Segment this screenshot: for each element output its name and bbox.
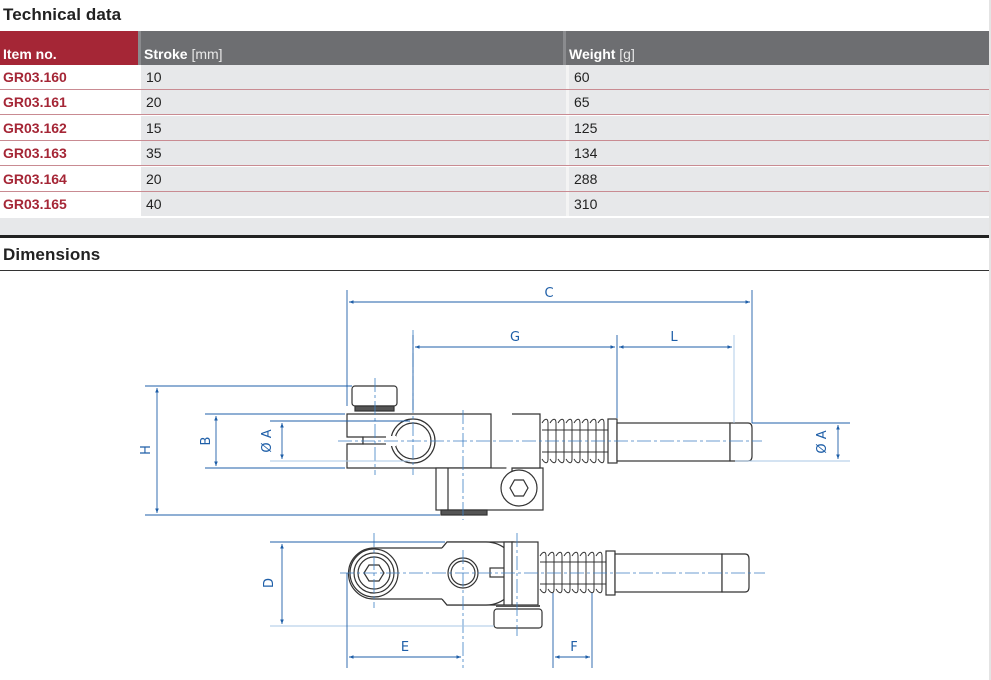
table-row: GR03.162 15 125	[0, 116, 989, 141]
spring	[539, 551, 606, 594]
item-no-cell: GR03.164	[0, 167, 138, 191]
lower-washer	[440, 509, 488, 516]
label-f: F	[570, 640, 577, 655]
table-footer-band	[0, 218, 989, 236]
stroke-cell: 20	[141, 90, 566, 114]
side-view	[346, 385, 753, 516]
technical-data-title: Technical data	[3, 5, 122, 24]
item-no-cell: GR03.161	[0, 90, 138, 114]
label-b: B	[199, 437, 214, 446]
weight-cell: 60	[566, 65, 989, 89]
table-row: GR03.163 35 134	[0, 141, 989, 166]
column-label: Stroke	[144, 46, 188, 62]
row-divider	[0, 140, 989, 141]
column-header-weight: Weight [g]	[566, 31, 989, 65]
label-a-right: Ø A	[815, 430, 830, 453]
item-no-cell: GR03.162	[0, 116, 138, 140]
row-divider	[0, 191, 989, 192]
hex-socket	[509, 479, 529, 497]
dimension-lines	[145, 290, 850, 516]
screw-washer	[354, 405, 395, 412]
screw-head	[351, 385, 398, 407]
label-a-left: Ø A	[260, 429, 275, 452]
weight-cell: 310	[566, 192, 989, 216]
dimension-lines	[270, 541, 593, 668]
item-no-cell: GR03.165	[0, 192, 138, 216]
clamp-slot	[362, 436, 389, 445]
column-separator	[138, 31, 141, 65]
column-unit: [g]	[619, 46, 635, 62]
label-l: L	[670, 330, 678, 345]
table-row: GR03.165 40 310	[0, 192, 989, 217]
side-block	[511, 541, 539, 606]
table-row: GR03.164 20 288	[0, 167, 989, 192]
stroke-cell: 35	[141, 141, 566, 165]
label-c: C	[544, 286, 553, 301]
label-e: E	[401, 640, 409, 655]
item-no-cell: GR03.163	[0, 141, 138, 165]
weight-cell: 288	[566, 167, 989, 191]
row-divider	[0, 165, 989, 166]
lower-screw-head	[493, 608, 543, 629]
column-label: Item no.	[3, 46, 57, 62]
label-d: D	[262, 578, 277, 588]
label-h: H	[139, 445, 154, 455]
column-header-stroke: Stroke [mm]	[141, 31, 563, 65]
center-lines	[340, 533, 765, 668]
section-underline	[0, 270, 989, 271]
column-label: Weight	[569, 46, 616, 62]
scrollbar-track[interactable]	[989, 0, 991, 680]
stroke-cell: 40	[141, 192, 566, 216]
stroke-cell: 10	[141, 65, 566, 89]
spring	[541, 418, 608, 464]
stroke-cell: 20	[141, 167, 566, 191]
label-g: G	[510, 330, 520, 345]
weight-cell: 134	[566, 141, 989, 165]
plunger-pin	[616, 422, 731, 462]
pin-tip	[729, 422, 753, 462]
column-header-item-no: Item no.	[0, 31, 138, 65]
section-divider	[0, 235, 989, 238]
weight-cell: 65	[566, 90, 989, 114]
plan-view	[347, 541, 750, 629]
column-separator	[563, 31, 566, 65]
table-row: GR03.160 10 60	[0, 65, 989, 90]
item-no-cell: GR03.160	[0, 65, 138, 89]
weight-cell: 125	[566, 116, 989, 140]
stroke-cell: 15	[141, 116, 566, 140]
dimensions-title: Dimensions	[3, 245, 101, 264]
row-divider	[0, 114, 989, 115]
column-unit: [mm]	[191, 46, 223, 62]
row-divider	[0, 89, 989, 90]
table-row: GR03.161 20 65	[0, 90, 989, 115]
